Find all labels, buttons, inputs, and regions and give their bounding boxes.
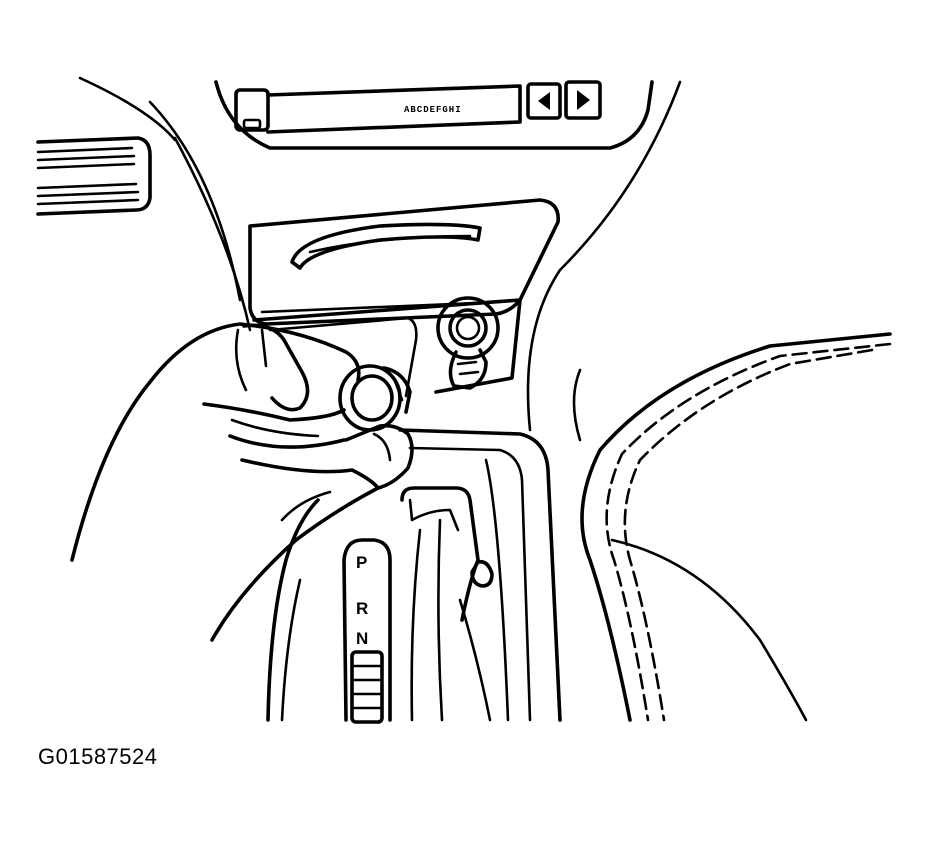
accessory-bezel <box>248 198 560 398</box>
power-outlet <box>436 296 500 390</box>
figure-code-label: G01587524 <box>38 744 158 769</box>
seek-forward-icon <box>577 90 590 110</box>
radio-head-unit: ABCDEFGHI <box>234 80 602 134</box>
hand <box>70 322 414 642</box>
left-air-vent <box>36 136 152 216</box>
passenger-seat <box>572 332 892 722</box>
lighter-knob <box>338 364 412 432</box>
gear-label-neutral: N <box>356 629 368 648</box>
radio-display-text: ABCDEFGHI <box>404 105 462 115</box>
seek-back-icon <box>538 92 550 110</box>
gear-label-reverse: R <box>356 599 368 618</box>
dashboard-outline <box>78 76 682 432</box>
gear-label-park: P <box>356 553 367 572</box>
center-console <box>266 428 562 722</box>
gear-indicator: P R N <box>342 538 392 724</box>
